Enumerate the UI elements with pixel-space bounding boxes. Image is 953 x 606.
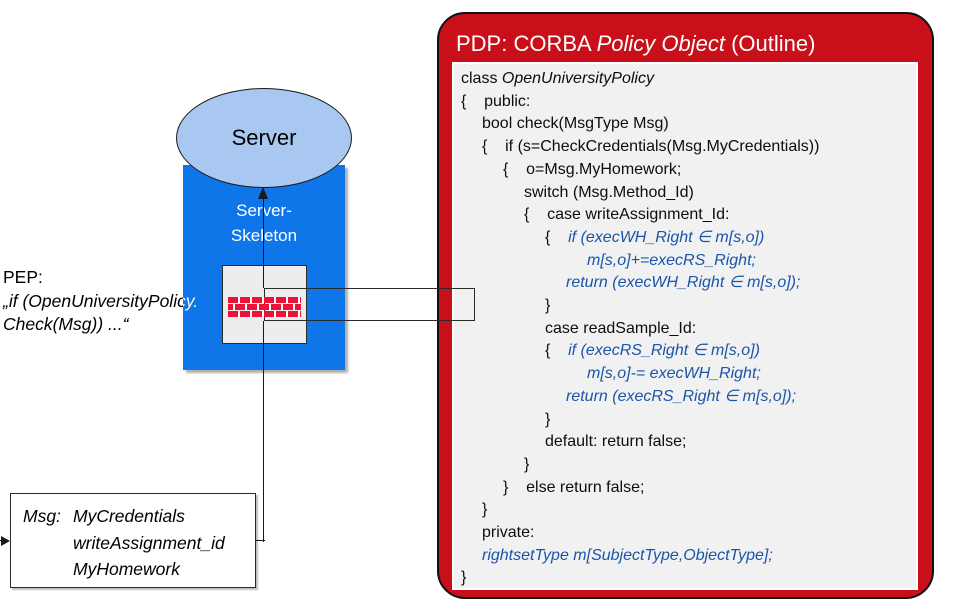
code-line: { o=Msg.MyHomework; xyxy=(503,160,682,178)
code-line: return (execWH_Right ∈ m[s,o]); xyxy=(566,274,801,292)
code-line: return (execRS_Right ∈ m[s,o]); xyxy=(566,387,797,405)
pep-code-line-1-white: „if (OpenUniversityPolicy. xyxy=(3,290,199,311)
code-line: } xyxy=(524,455,530,473)
pep-annotation: PEP: „if (OpenUniversityPolicy. „if (Ope… xyxy=(3,266,198,337)
code-line: { public: xyxy=(461,92,531,110)
pep-label: PEP: xyxy=(3,267,43,287)
pep-code-line-1: „if (OpenUniversityPolicy. „if (OpenUniv… xyxy=(3,290,198,314)
code-line: } xyxy=(461,569,467,587)
message-arrow-line-upper xyxy=(263,198,264,288)
code-line: default: return false; xyxy=(545,433,687,451)
code-line: switch (Msg.Method_Id) xyxy=(524,183,694,201)
firewall-icon xyxy=(228,297,301,318)
code-line: { if (execWH_Right ∈ m[s,o]) xyxy=(545,228,765,246)
code-line: } xyxy=(545,297,551,315)
pep-code-line-1-black: „if (OpenUniversityPolicy. xyxy=(3,290,199,311)
brick-row xyxy=(228,297,301,303)
pdp-title: PDP: CORBA Policy Object (Outline) xyxy=(456,31,816,56)
message-arrow-line-lower xyxy=(263,321,264,542)
policy-code-box: class OpenUniversityPolicy { public: bool … xyxy=(452,62,918,590)
code-line: } xyxy=(482,501,488,519)
msg-fields: MyCredentials writeAssignment_id MyHomew… xyxy=(73,503,225,587)
code-line: } xyxy=(545,410,551,428)
pep-code-line-2: Check(Msg)) ...“ xyxy=(3,314,129,334)
code-line: m[s,o]+=execRS_Right; xyxy=(587,251,756,269)
up-arrowhead-icon xyxy=(258,187,268,199)
msg-label: Msg: xyxy=(23,506,61,526)
code-line: class OpenUniversityPolicy xyxy=(461,70,654,87)
code-line: bool check(MsgType Msg) xyxy=(482,115,669,133)
code-line: { case writeAssignment_Id: xyxy=(524,206,730,224)
msg-field: MyHomework xyxy=(73,559,180,579)
code-line: { if (s=CheckCredentials(Msg.MyCredentia… xyxy=(482,138,820,156)
server-ellipse: Server xyxy=(176,88,352,188)
server-label: Server xyxy=(231,125,297,150)
msg-box-connector-line xyxy=(256,540,265,541)
right-arrowhead-icon xyxy=(1,536,10,546)
msg-box: Msg: MyCredentials writeAssignment_id My… xyxy=(10,493,256,588)
code-line: } else return false; xyxy=(503,478,645,496)
code-line: private: xyxy=(482,524,535,542)
code-line: case readSample_Id: xyxy=(545,319,697,337)
brick-row xyxy=(228,303,301,310)
msg-field: writeAssignment_id xyxy=(73,532,225,553)
server-skeleton-label: Server- Skeleton xyxy=(230,201,298,245)
code-line: m[s,o]-= execWH_Right; xyxy=(587,365,761,383)
msg-field: MyCredentials xyxy=(73,506,185,526)
brick-row xyxy=(228,310,301,317)
code-line: { if (execRS_Right ∈ m[s,o]) xyxy=(545,342,760,360)
code-line: rightsetType m[SubjectType,ObjectType]; xyxy=(482,546,773,564)
